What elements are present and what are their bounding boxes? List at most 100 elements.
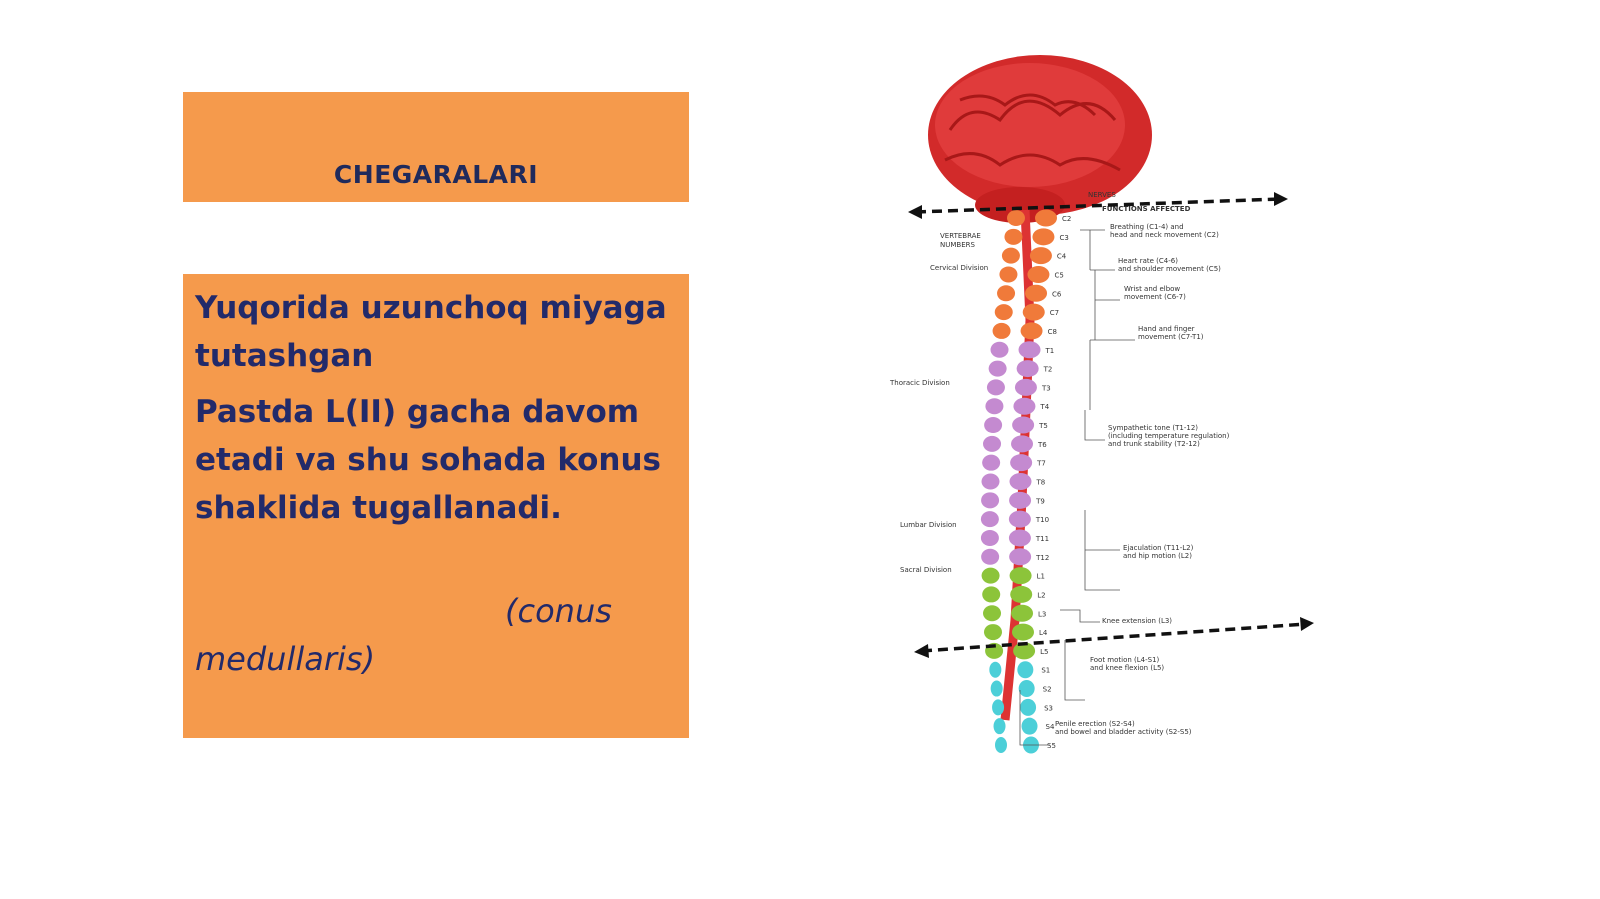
vertebra-t3-left <box>986 379 1005 396</box>
vertebra-label-t10: T10 <box>1035 516 1049 524</box>
vertebra-s1-left <box>989 661 1002 678</box>
vertebra-label-s2: S2 <box>1043 686 1052 694</box>
vertebra-l1-left <box>981 567 1000 584</box>
vertebra-t9-right <box>1009 491 1032 509</box>
vertebra-l1-right <box>1009 567 1032 585</box>
vertebra-t11-left <box>980 529 999 546</box>
vertebra-label-c4: C4 <box>1057 253 1067 261</box>
vertebra-label-s3: S3 <box>1044 704 1053 712</box>
vertebra-label-l4: L4 <box>1039 629 1048 637</box>
function-8-line2: and knee flexion (L5) <box>1090 664 1164 672</box>
vertebra-c2-right <box>1035 209 1057 227</box>
vertebra-s3-left <box>992 699 1005 716</box>
vertebra-l3-left <box>983 605 1002 622</box>
function-3-line2: movement (C6-7) <box>1124 293 1186 301</box>
vertebra-l2-right <box>1010 585 1033 603</box>
vertebra-c4-left <box>1001 247 1020 264</box>
vertebra-c4-right <box>1029 247 1052 265</box>
function-8-line1: Foot motion (L4-S1) <box>1090 656 1160 664</box>
function-6-line2: and hip motion (L2) <box>1123 552 1192 560</box>
vertebra-label-l1: L1 <box>1037 573 1045 581</box>
function-7-line1: Knee extension (L3) <box>1102 617 1172 625</box>
close-paren: ) <box>362 640 376 678</box>
vertebra-label-t4: T4 <box>1039 403 1049 411</box>
lower-boundary-arrow <box>914 617 1314 658</box>
vertebra-label-t6: T6 <box>1037 441 1047 449</box>
vertebrae-label: VERTEBRAE <box>940 232 981 240</box>
vertebra-t7-right <box>1010 454 1033 472</box>
function-3-line1: Wrist and elbow <box>1124 285 1180 293</box>
vertebra-c8-right <box>1020 322 1043 340</box>
vertebra-c5-left <box>999 266 1018 283</box>
content-box: Yuqorida uzunchoq miyaga tutashgan Pastd… <box>183 274 689 738</box>
vertebra-label-c6: C6 <box>1052 290 1062 298</box>
vertebra-s2-right <box>1018 680 1035 698</box>
paragraph-latin-term: (conus medullaris) <box>195 587 673 683</box>
functions-label: FUNCTIONS AFFECTED <box>1102 205 1191 213</box>
vertebra-t10-left <box>980 511 999 528</box>
vertebra-t6-right <box>1011 435 1034 453</box>
vertebra-label-s5: S5 <box>1047 742 1056 750</box>
function-2-line1: Heart rate (C4-6) <box>1118 257 1178 265</box>
vertebra-t5-right <box>1012 416 1035 434</box>
function-annotations: Breathing (C1-4) and head and neck movem… <box>1019 223 1230 746</box>
brain-image <box>928 55 1152 223</box>
vertebra-c5-right <box>1027 265 1050 283</box>
function-9-line1: Penile erection (S2-S4) <box>1055 720 1135 728</box>
vertebra-label-c8: C8 <box>1048 328 1057 336</box>
thoracic-division-label: Thoracic Division <box>889 379 950 387</box>
function-9-line2: and bowel and bladder activity (S2-S5) <box>1055 728 1192 736</box>
vertebra-t9-left <box>981 492 1000 509</box>
vertebra-t6-left <box>983 435 1002 452</box>
function-5-line1: Sympathetic tone (T1-12) <box>1108 424 1198 432</box>
vertebra-label-l5: L5 <box>1040 648 1048 656</box>
vertebra-t11-right <box>1008 529 1031 547</box>
vertebra-t1-left <box>990 341 1009 358</box>
function-4-line2: movement (C7-T1) <box>1138 333 1204 341</box>
vertebra-t4-right <box>1013 397 1036 415</box>
function-6-line1: Ejaculation (T11-L2) <box>1123 544 1194 552</box>
vertebra-t8-left <box>981 473 1000 490</box>
vertebra-s2-left <box>990 680 1003 697</box>
vertebra-label-s4: S4 <box>1046 723 1055 731</box>
vertebra-c6-right <box>1025 284 1048 302</box>
vertebra-l5-right <box>1013 642 1036 660</box>
vertebra-t3-right <box>1014 378 1037 396</box>
vertebra-c2-left <box>1007 210 1025 226</box>
spinal-cord-illustration: C2C3C4C5C6C7C8T1T2T3T4T5T6T7T8T9T10T11T1… <box>889 55 1314 754</box>
cervical-division-label: Cervical Division <box>930 264 988 272</box>
upper-boundary-arrow <box>908 192 1288 219</box>
vertebra-l4-right <box>1011 623 1034 641</box>
nerves-label: NERVES <box>1088 191 1116 199</box>
vertebra-label-c7: C7 <box>1050 309 1059 317</box>
vertebra-t7-left <box>982 454 1001 471</box>
vertebrae-group <box>980 209 1057 754</box>
vertebra-c8-left <box>992 322 1011 339</box>
latin-word-conus: conus <box>517 592 612 630</box>
lumbar-division-label: Lumbar Division <box>900 521 957 529</box>
vertebra-label-t8: T8 <box>1036 479 1046 487</box>
vertebra-labels: C2C3C4C5C6C7C8T1T2T3T4T5T6T7T8T9T10T11T1… <box>1035 215 1071 750</box>
function-2-line2: and shoulder movement (C5) <box>1118 265 1221 273</box>
vertebra-label-l2: L2 <box>1037 591 1045 599</box>
vertebra-label-c5: C5 <box>1054 271 1063 279</box>
vertebra-label-t12: T12 <box>1035 554 1049 562</box>
open-paren: ( <box>505 592 518 630</box>
vertebra-c7-left <box>994 304 1013 321</box>
vertebra-t12-right <box>1009 548 1032 566</box>
vertebra-label-t11: T11 <box>1035 535 1049 543</box>
vertebra-c7-right <box>1022 303 1045 321</box>
paragraph-upper-boundary: Yuqorida uzunchoq miyaga tutashgan <box>195 290 667 374</box>
vertebra-s3-right <box>1020 698 1037 716</box>
numbers-label: NUMBERS <box>940 241 975 249</box>
vertebra-s1-right <box>1017 661 1034 679</box>
bracket-lines <box>1019 229 1135 746</box>
vertebra-c6-left <box>997 285 1016 302</box>
title-box: CHEGARALARI <box>183 92 689 202</box>
vertebra-label-t2: T2 <box>1043 366 1053 374</box>
function-5-line2: (including temperature regulation) <box>1108 432 1230 440</box>
function-4-line1: Hand and finger <box>1138 325 1195 333</box>
function-1-line2: head and neck movement (C2) <box>1110 231 1219 239</box>
vertebra-label-t3: T3 <box>1041 384 1051 392</box>
